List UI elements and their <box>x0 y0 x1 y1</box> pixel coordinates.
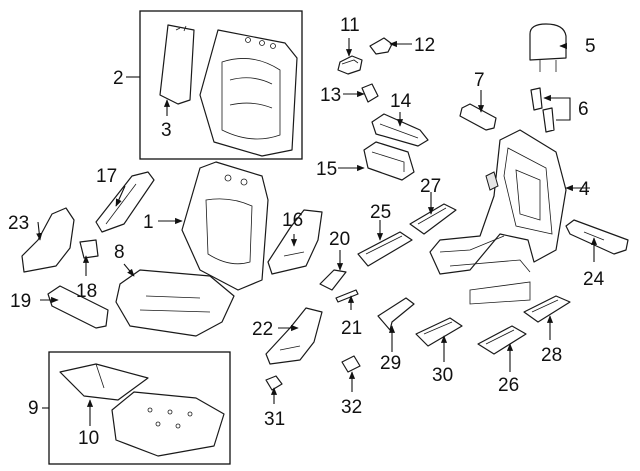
part-5-headrest <box>529 23 567 72</box>
part-19-rail <box>47 285 109 329</box>
part-30-cover <box>415 317 463 347</box>
callout-22: 22 <box>252 319 273 340</box>
part-21-pin <box>335 289 359 303</box>
callout-31: 31 <box>264 409 285 430</box>
part-6-guides <box>530 87 555 133</box>
callout-1: 1 <box>143 212 154 233</box>
callout-5: 5 <box>585 36 596 57</box>
callout-11: 11 <box>340 15 360 36</box>
part-20-cover <box>319 269 347 291</box>
group-box-2 <box>139 10 303 160</box>
callout-30: 30 <box>432 365 453 386</box>
part-10-cushion-pad <box>59 363 149 401</box>
callout-25: 25 <box>370 202 391 223</box>
callout-23: 23 <box>8 213 29 234</box>
callout-28: 28 <box>541 345 562 366</box>
callout-26: 26 <box>498 375 519 396</box>
callout-21: 21 <box>341 318 362 339</box>
callout-20: 20 <box>329 229 350 250</box>
callout-labels: 1 2 3 4 5 6 7 8 9 10 11 12 13 14 15 16 1… <box>8 15 605 449</box>
part-15-latch <box>363 141 415 181</box>
part-25-cover <box>357 231 413 267</box>
callout-32: 32 <box>341 397 362 418</box>
callout-15: 15 <box>316 159 337 180</box>
part-31-clip <box>265 375 283 391</box>
callout-8: 8 <box>114 242 125 263</box>
part-2-seatback-pad <box>199 29 298 157</box>
part-8-seat-cushion <box>115 269 235 337</box>
callout-19: 19 <box>10 291 31 312</box>
part-24-bracket <box>565 219 629 255</box>
part-18-bracket <box>79 239 99 259</box>
part-13-bracket <box>361 83 379 103</box>
part-26-cover <box>477 325 527 355</box>
callout-3: 3 <box>161 120 172 141</box>
callout-18: 18 <box>76 281 97 302</box>
callout-2: 2 <box>113 68 124 89</box>
part-12-clip <box>369 37 393 55</box>
part-29-trim <box>377 297 415 331</box>
part-3-back-panel <box>159 24 195 105</box>
part-7-trim <box>459 103 497 131</box>
part-14-rail <box>371 113 429 147</box>
callout-27: 27 <box>420 176 441 197</box>
callout-16: 16 <box>282 210 303 231</box>
callout-24: 24 <box>583 269 605 290</box>
callout-13: 13 <box>320 85 341 106</box>
callout-14: 14 <box>390 91 412 112</box>
part-11-cap <box>337 55 363 75</box>
leader-lines <box>36 38 598 426</box>
part-27-trim-strip <box>409 203 457 235</box>
part-32-clip <box>341 355 361 373</box>
callout-17: 17 <box>96 166 117 187</box>
callout-6: 6 <box>578 99 589 120</box>
part-22-side-trim <box>265 307 323 365</box>
part-28-cover <box>523 295 571 323</box>
part-9-cushion-foam <box>111 391 225 457</box>
part-1-seat-back <box>181 161 269 291</box>
part-23-side-shield <box>21 207 75 273</box>
callout-29: 29 <box>380 353 401 374</box>
callout-10: 10 <box>78 428 99 449</box>
callout-4: 4 <box>579 179 590 200</box>
callout-9: 9 <box>28 398 39 419</box>
callout-12: 12 <box>414 35 435 56</box>
callout-7: 7 <box>474 70 485 91</box>
part-4-seat-frame <box>429 129 567 305</box>
